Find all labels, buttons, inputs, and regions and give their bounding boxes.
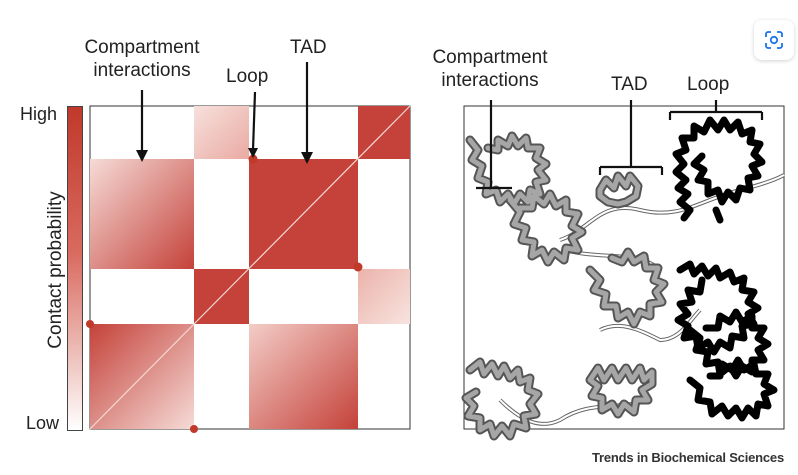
heatmap-block-right-small <box>358 269 410 324</box>
chromatin-compartment-line1: Compartment <box>432 47 548 68</box>
loop-dot <box>190 425 198 433</box>
heatmap-label-loop: Loop <box>226 66 269 87</box>
colorbar-low-label: Low <box>26 413 60 433</box>
chromatin-label-loop: Loop <box>687 74 730 95</box>
chromatin-compartment-line2: interactions <box>441 69 539 91</box>
chromatin-label-compartment: Compartment interactions <box>424 47 556 93</box>
loop-dot <box>353 262 363 272</box>
contact-probability-colorbar <box>67 106 83 431</box>
colorbar-high-label: High <box>20 104 58 124</box>
chromatin-brackets <box>476 100 764 190</box>
heatmap-diagonal <box>89 105 411 430</box>
heatmap-block-small-top <box>194 106 249 159</box>
heatmap-label-tad: TAD <box>290 37 327 58</box>
gray-fibers <box>461 131 669 441</box>
chromatin-label-tad: TAD <box>611 74 648 95</box>
heatmap-arrows <box>136 62 313 164</box>
compartment-label-line1: Compartment <box>84 37 200 58</box>
heatmap-label-compartment: Compartment interactions <box>76 37 208 83</box>
loop-dot <box>86 320 94 328</box>
black-fibers <box>672 116 778 422</box>
loop-dot <box>248 154 258 164</box>
compartment-label-line2: interactions <box>93 59 191 81</box>
lens-button[interactable] <box>754 20 794 60</box>
lens-icon <box>765 31 783 49</box>
heatmap-block-bottomright <box>249 324 358 429</box>
heatmap-block-compartment-topleft <box>90 159 194 269</box>
journal-footer: Trends in Biochemical Sciences <box>592 450 784 465</box>
